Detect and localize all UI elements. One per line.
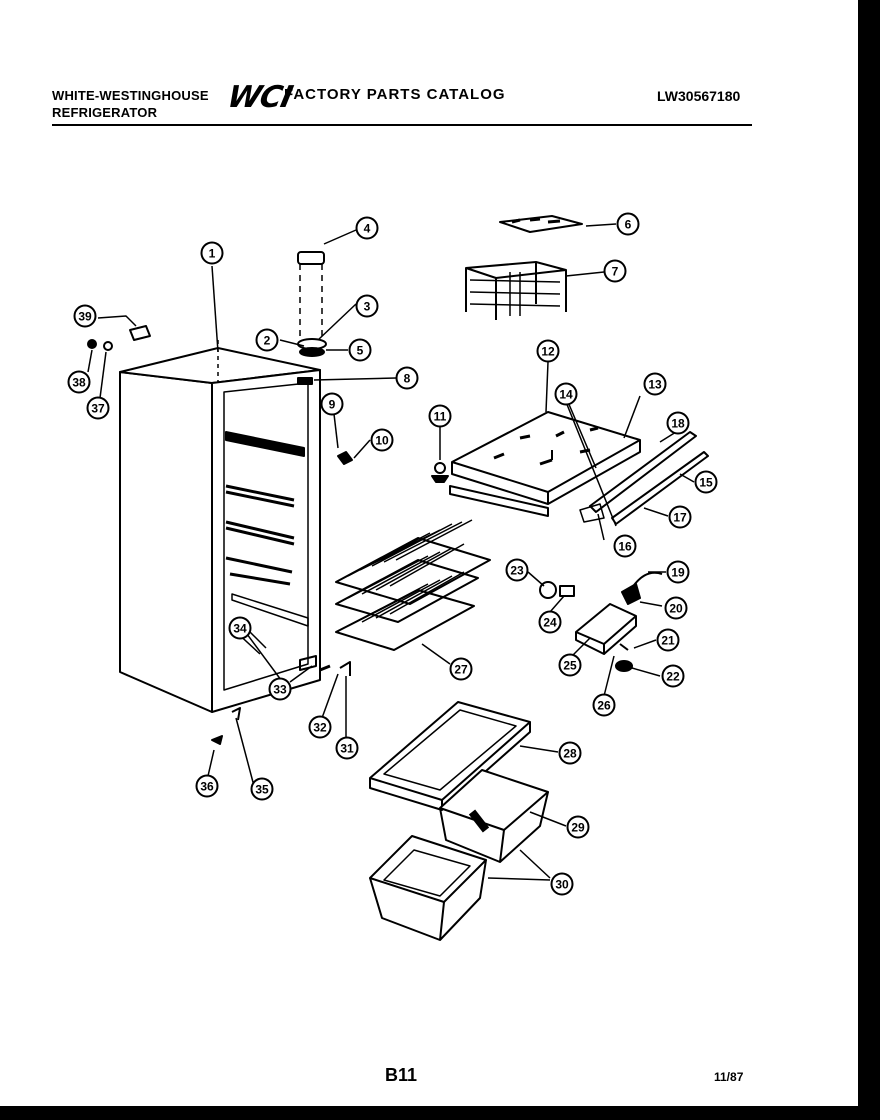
callout-19: 19 (666, 560, 690, 584)
cabinet-drawing (119, 340, 321, 713)
callout-10: 10 (370, 428, 394, 452)
callout-30: 30 (550, 872, 574, 896)
callout-label-18: 18 (671, 417, 685, 431)
brand-name: WHITE-WESTINGHOUSE (52, 88, 209, 103)
callout-15: 15 (694, 470, 718, 494)
callout-31: 31 (335, 736, 359, 760)
callout-22: 22 (661, 664, 685, 688)
callout-label-12: 12 (541, 345, 555, 359)
callout-8: 8 (395, 366, 419, 390)
callout-9: 9 (320, 392, 344, 416)
callout-label-34: 34 (233, 622, 247, 636)
callout-13: 13 (643, 372, 667, 396)
callout-4: 4 (355, 216, 379, 240)
callout-26: 26 (592, 693, 616, 717)
callout-12: 12 (536, 339, 560, 363)
leader-lines (87, 223, 695, 881)
callout-label-10: 10 (375, 434, 389, 448)
callout-14: 14 (554, 382, 578, 406)
callout-label-21: 21 (661, 634, 675, 648)
callout-label-23: 23 (510, 564, 524, 578)
callout-label-11: 11 (434, 410, 447, 424)
scan-edge-bottom (0, 1106, 880, 1120)
callout-label-1: 1 (209, 247, 216, 261)
callout-18: 18 (666, 411, 690, 435)
callout-36: 36 (195, 774, 219, 798)
callout-label-35: 35 (255, 783, 269, 797)
ceiling-panel (449, 411, 709, 525)
callout-1: 1 (200, 241, 224, 265)
product-name: REFRIGERATOR (52, 105, 158, 120)
callout-3: 3 (355, 294, 379, 318)
callout-25: 25 (558, 653, 582, 677)
callout-label-17: 17 (673, 511, 687, 525)
callout-label-39: 39 (78, 310, 92, 324)
light-assembly (539, 571, 663, 672)
callout-label-36: 36 (200, 780, 214, 794)
callout-39: 39 (73, 304, 97, 328)
callout-7: 7 (603, 259, 627, 283)
callout-label-30: 30 (555, 878, 569, 892)
catalog-title: FACTORY PARTS CATALOG (284, 86, 506, 103)
callout-29: 29 (566, 815, 590, 839)
callout-21: 21 (656, 628, 680, 652)
callout-11: 11 (428, 404, 452, 428)
callout-label-20: 20 (669, 602, 683, 616)
crisper-drawers (369, 769, 549, 941)
callout-label-6: 6 (625, 218, 632, 232)
callout-label-25: 25 (563, 659, 577, 673)
callout-16: 16 (613, 534, 637, 558)
callout-17: 17 (668, 505, 692, 529)
callout-23: 23 (505, 558, 529, 582)
callout-5: 5 (348, 338, 372, 362)
callout-label-37: 37 (91, 402, 105, 416)
callout-34: 34 (228, 616, 252, 640)
callout-label-32: 32 (313, 721, 327, 735)
header-rule (52, 124, 752, 126)
callout-label-22: 22 (666, 670, 680, 684)
callout-label-4: 4 (364, 222, 371, 236)
callout-label-29: 29 (571, 821, 585, 835)
callout-33: 33 (268, 677, 292, 701)
evaporator-assembly (465, 215, 583, 320)
exploded-parts-diagram: 1 2 3 4 5 6 7 8 9 10 11 12 13 14 15 16 1… (67, 212, 718, 941)
callout-38: 38 (67, 370, 91, 394)
callout-label-38: 38 (72, 376, 86, 390)
scan-edge-right (858, 0, 880, 1120)
callout-label-16: 16 (618, 540, 632, 554)
callout-label-3: 3 (364, 300, 371, 314)
catalog-date: 11/87 (714, 1070, 744, 1084)
model-number: LW30567180 (657, 88, 741, 104)
callout-28: 28 (558, 741, 582, 765)
wire-shelves (335, 519, 491, 651)
callout-label-26: 26 (597, 699, 611, 713)
callout-label-13: 13 (648, 378, 662, 392)
callout-6: 6 (616, 212, 640, 236)
callout-35: 35 (250, 777, 274, 801)
callout-label-2: 2 (264, 334, 271, 348)
callout-27: 27 (449, 657, 473, 681)
callout-32: 32 (308, 715, 332, 739)
callout-label-19: 19 (671, 566, 685, 580)
hinge-parts (297, 251, 327, 385)
callout-label-8: 8 (404, 372, 411, 386)
callout-label-33: 33 (273, 683, 287, 697)
callout-label-5: 5 (357, 344, 364, 358)
callout-label-15: 15 (699, 476, 713, 490)
callout-label-9: 9 (329, 398, 336, 412)
callout-label-31: 31 (340, 742, 354, 756)
callout-24: 24 (538, 610, 562, 634)
callout-37: 37 (86, 396, 110, 420)
callout-label-7: 7 (612, 265, 619, 279)
callouts: 1 2 3 4 5 6 7 8 9 10 11 12 13 14 15 16 1… (67, 212, 718, 896)
callout-label-28: 28 (563, 747, 577, 761)
callout-label-27: 27 (454, 663, 468, 677)
callout-label-14: 14 (559, 388, 573, 402)
callout-20: 20 (664, 596, 688, 620)
page-code: B11 (385, 1065, 418, 1085)
callout-2: 2 (255, 328, 279, 352)
callout-label-24: 24 (543, 616, 557, 630)
